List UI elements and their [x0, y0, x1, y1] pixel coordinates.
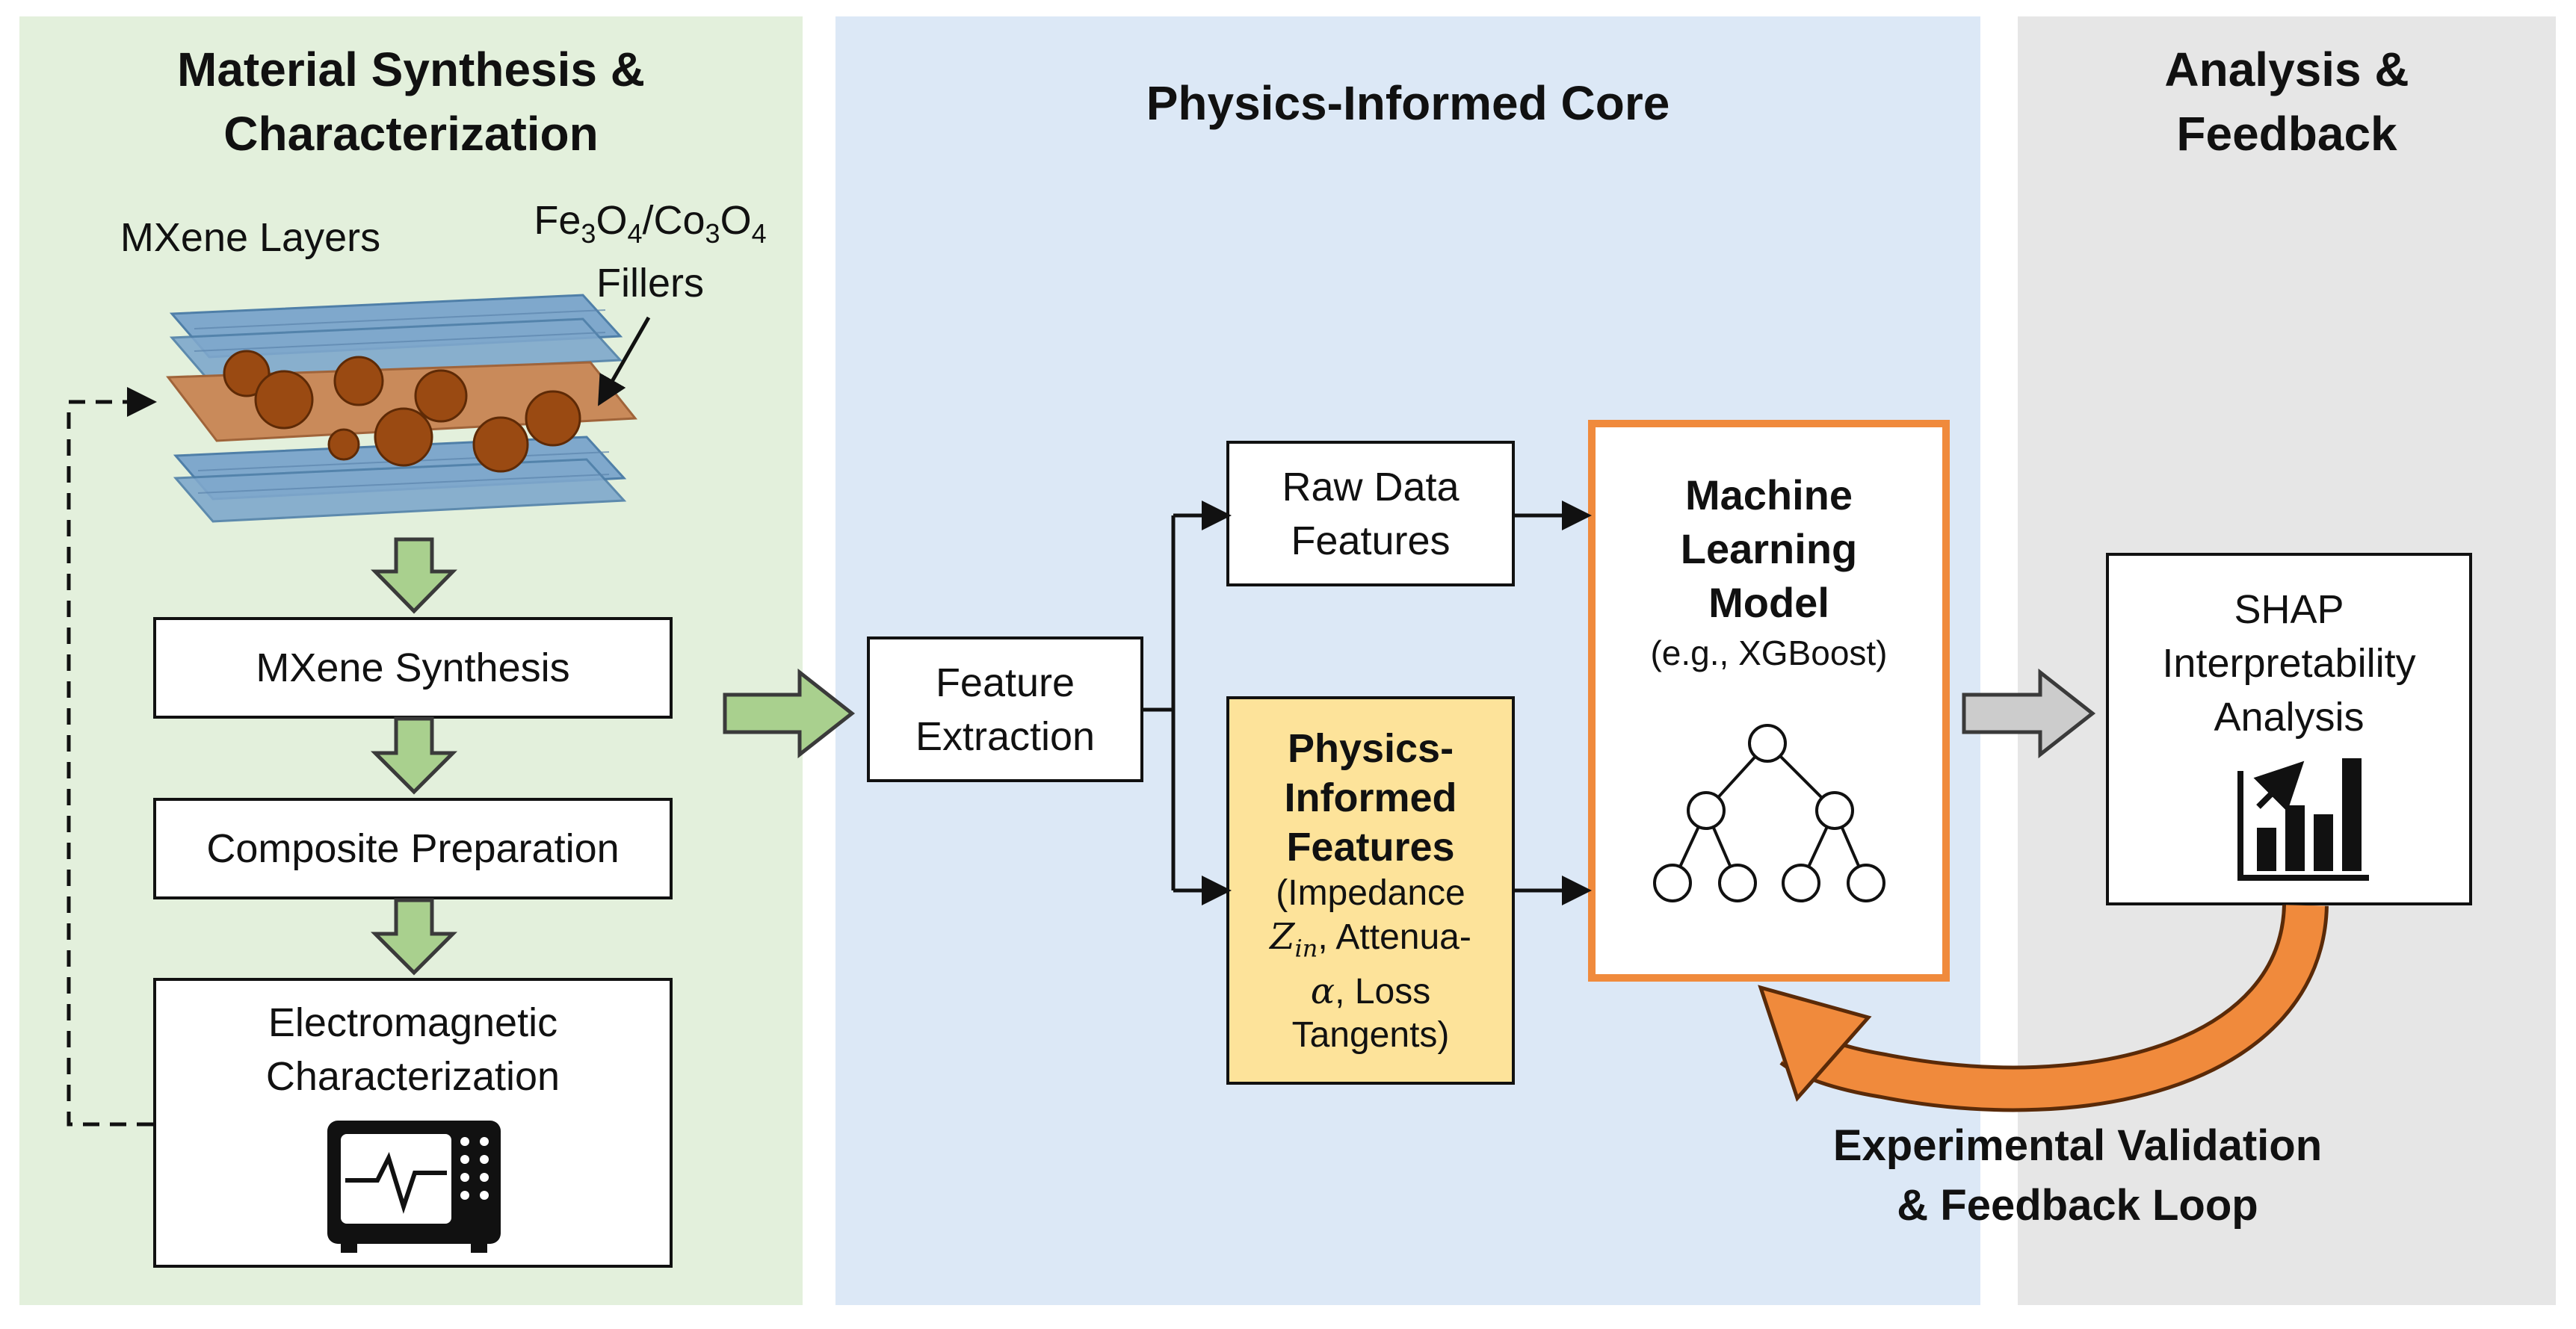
shap-line2: Interpretability [2162, 641, 2416, 686]
left-title-line2: Characterization [223, 107, 599, 161]
loop-line1: Experimental Validation [1832, 1121, 2323, 1170]
green-down-arrows [370, 537, 856, 976]
bar-chart-icon [2237, 758, 2369, 881]
shap-line1: SHAP [2234, 587, 2344, 632]
right-title-line2: Feedback [2176, 107, 2397, 161]
mxene-structure-icon [166, 294, 637, 523]
pif-line2: Zin, Attenua- [1270, 915, 1471, 963]
pif-line3-text: , Loss [1335, 972, 1431, 1012]
right-panel-title: Analysis & Feedback [2018, 37, 2556, 166]
raw-data-features-box: Raw Data Features [1226, 441, 1515, 586]
gray-arrow-to-shap [1962, 668, 2096, 759]
ml-model-box: Machine Learning Model (e.g., XGBoost) [1588, 420, 1950, 982]
feature-connectors [1143, 501, 1592, 905]
composite-preparation-box: Composite Preparation [153, 798, 673, 899]
shap-line3: Analysis [2214, 695, 2365, 740]
composite-preparation-label: Composite Preparation [206, 826, 620, 871]
pif-title-line2: Informed [1284, 775, 1457, 820]
raw-data-line2: Features [1291, 518, 1451, 563]
left-panel-title: Material Synthesis & Characterization [19, 37, 803, 166]
feature-extraction-line1: Feature [935, 660, 1075, 705]
right-title-line1: Analysis & [2164, 43, 2409, 96]
middle-panel-title: Physics-Informed Core [1146, 76, 1670, 130]
mxene-layers-label: MXene Layers [120, 215, 381, 260]
feature-extraction-line2: Extraction [915, 713, 1096, 759]
right-arrow-to-core [723, 668, 856, 759]
fillers-formula: Fe3O4/Co3O4 [534, 198, 767, 249]
pif-title-line3: Features [1286, 824, 1455, 870]
mxene-synthesis-box: MXene Synthesis [153, 617, 673, 719]
ml-line2: Learning [1680, 525, 1858, 572]
decision-tree-icon [1653, 724, 1885, 902]
physics-informed-features-box: Physics- Informed Features (Impedance Zi… [1226, 696, 1515, 1085]
loop-line2: & Feedback Loop [1897, 1181, 2258, 1230]
fillers-label: Fe3O4/Co3O4 Fillers [493, 196, 807, 308]
em-line2: Characterization [265, 1054, 560, 1099]
filler-pointer-arrow [598, 316, 651, 406]
feedback-loop-label: Experimental Validation & Feedback Loop [1741, 1116, 2414, 1236]
down-arrow-3 [370, 898, 458, 976]
down-arrow-1 [371, 537, 457, 614]
feature-extraction-box: Feature Extraction [867, 636, 1143, 782]
pif-line3: α, Loss [1310, 970, 1431, 1013]
dashed-feedback-arrow [67, 387, 157, 1127]
pif-title-line1: Physics- [1287, 725, 1454, 771]
ml-line1: Machine [1684, 471, 1853, 518]
left-title-line1: Material Synthesis & [177, 43, 645, 96]
down-arrow-2 [370, 716, 458, 795]
pif-line2-text: , Attenua- [1318, 917, 1471, 957]
raw-data-line1: Raw Data [1282, 464, 1460, 509]
fillers-label-line2: Fillers [596, 260, 704, 306]
pif-line4: Tangents) [1291, 1015, 1450, 1056]
ml-subtitle: (e.g., XGBoost) [1650, 633, 1888, 672]
ml-line3: Model [1708, 579, 1829, 626]
spectrum-analyzer-icon [327, 1121, 501, 1253]
mxene-synthesis-label: MXene Synthesis [256, 645, 570, 690]
em-line1: Electromagnetic [268, 1000, 558, 1045]
orange-feedback-arrow [1758, 904, 2329, 1112]
pif-line1: (Impedance [1276, 873, 1465, 913]
